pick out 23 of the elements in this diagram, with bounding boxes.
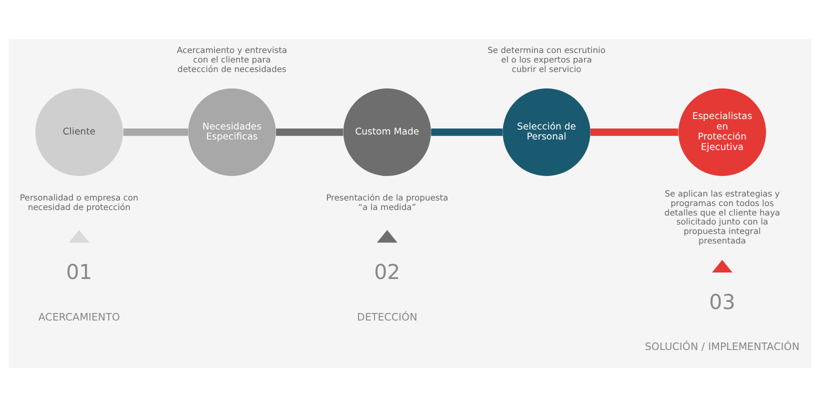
node-circle: Necesidades Especificas [188,88,276,176]
label: ACERCAMIENTO [38,310,120,323]
node-triangle [376,230,398,242]
node-label: Se determina con escrutinio el o los expertos para cubrir el servicio [488,44,606,74]
node-label: Acercamiento y entrevista con el cliente para detección de necesidades [176,44,288,74]
connector [590,128,678,136]
node-circle: Selección de Personal [502,88,590,176]
label: SOLUCIÓN / IMPLEMENTACIÓN [644,340,800,353]
connector [276,128,344,136]
node-circle: Especialistas en Protección Ejecutiva [678,88,766,176]
node-circle: Custom Made [343,88,431,176]
label: 02 [374,260,400,284]
label: 03 [709,289,736,314]
node-triangle [712,259,732,272]
label: DETECCIÓN [357,310,418,323]
node-label: Personalidad o empresa con necesidad de protección [20,192,138,212]
node-label: Se aplican las estrategias y programas con todos los detalles que el cliente haya solicitado junto con la propuesta integral presentada [664,188,780,245]
node-label: Presentación de la propuesta “a la medida” [326,192,448,212]
label: 01 [66,260,92,284]
node-circle: Cliente [35,88,123,176]
connector [431,128,503,136]
connector [123,128,188,136]
node-triangle [68,230,90,242]
